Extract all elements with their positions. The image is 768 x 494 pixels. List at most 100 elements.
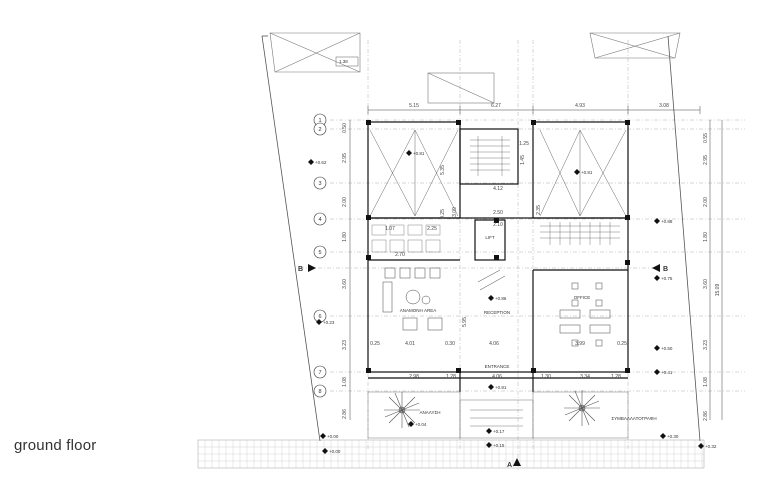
level-17: +0.32 <box>705 444 717 449</box>
level-4: +0.88 <box>661 219 673 224</box>
top-dim-4: 3.08 <box>659 103 669 109</box>
room-right-garden: ΣΥΜΒΑΛΛΑΤΟΓΡΑΦΗ <box>611 416 656 421</box>
right-dimension-lines <box>709 120 723 420</box>
left-dim-8: 2.86 <box>342 409 348 419</box>
office-furniture <box>559 282 611 347</box>
grid-label-1: 1 <box>318 118 321 124</box>
level-11: +0.00 <box>327 434 339 439</box>
grid-label-3: 3 <box>318 181 321 187</box>
right-dim-3: 2.00 <box>703 197 709 207</box>
level-3: +0.81 <box>581 170 593 175</box>
room-lift: LIFT <box>485 235 495 240</box>
building-walls <box>367 121 629 392</box>
left-dim-7: 1.08 <box>342 377 348 387</box>
plant-left-icon <box>384 392 420 428</box>
room-office: OFFICE <box>574 295 591 300</box>
inner-dim-19: 1.45 <box>520 155 526 165</box>
front-garden <box>367 391 629 439</box>
stair-treads <box>470 136 620 245</box>
inner-dim-17: 0.25 <box>617 341 627 347</box>
level-2: +0.81 <box>413 151 425 156</box>
top-block-label: 1.38 <box>339 59 348 64</box>
inner-dim-9: 3.99 <box>575 341 585 347</box>
inner-dim-13: 4.06 <box>492 374 502 380</box>
inner-dim-24: 0.25 <box>440 209 446 219</box>
top-neighbour-blocks <box>269 32 681 104</box>
inner-dim-1: 4.12 <box>493 186 503 192</box>
grid-label-6: 6 <box>318 314 321 320</box>
section-a-bottom: A <box>507 462 512 469</box>
grid-label-7: 7 <box>318 370 321 376</box>
grid-marker-5 <box>313 245 327 259</box>
grid-marker-2 <box>313 122 327 136</box>
inner-dim-14: 1.30 <box>541 374 551 380</box>
left-dim-6: 3.23 <box>342 340 348 350</box>
left-dim-3: 2.00 <box>342 197 348 207</box>
top-dim-2: 6.27 <box>491 103 501 109</box>
right-dim-2: 2.95 <box>703 155 709 165</box>
grid-label-4: 4 <box>318 217 321 223</box>
level-16: +0.30 <box>667 434 679 439</box>
inner-dim-22: 3.09 <box>452 207 458 217</box>
level-7: +0.23 <box>323 320 335 325</box>
top-dim-1: 5.15 <box>409 103 419 109</box>
void-markings <box>369 129 627 217</box>
grid-marker-3 <box>313 176 327 190</box>
left-dim-1: 0.50 <box>342 123 348 133</box>
grid-marker-8 <box>313 384 327 398</box>
waiting-furniture <box>382 267 443 331</box>
right-dim-4: 1.80 <box>703 232 709 242</box>
inner-dim-25: 2.25 <box>427 226 437 232</box>
level-5: +0.75 <box>661 276 673 281</box>
level-12: +0.00 <box>329 449 341 454</box>
inner-dim-15: 3.34 <box>580 374 590 380</box>
grid-label-2: 2 <box>318 127 321 133</box>
grid-marker-4 <box>313 212 327 226</box>
inner-dim-6: 4.01 <box>405 341 415 347</box>
right-dim-1: 0.55 <box>703 133 709 143</box>
level-1: +0.62 <box>315 160 327 165</box>
left-dim-5: 3.60 <box>342 279 348 289</box>
level-14: +0.17 <box>493 429 505 434</box>
inner-dim-16: 1.28 <box>611 374 621 380</box>
top-dim-3: 4.93 <box>575 103 585 109</box>
inner-dim-20: 1.25 <box>519 141 529 147</box>
room-reception: RECEPTION <box>484 310 510 315</box>
inner-dim-18: 5.95 <box>462 317 468 327</box>
reception-desk <box>477 269 506 291</box>
pavement-hatch-vertical <box>204 440 703 468</box>
inner-dim-4: 1.07 <box>385 226 395 232</box>
wc-fixtures <box>371 224 441 253</box>
inner-dim-11: 2.98 <box>409 374 419 380</box>
inner-dim-12: 1.28 <box>446 374 456 380</box>
right-total-dim: 15.09 <box>715 284 721 297</box>
inner-dim-3: 2.10 <box>493 222 503 228</box>
room-waiting-area: ΑΝΑΜΟΝΗ AREA <box>400 308 437 313</box>
top-dimension-line <box>367 106 701 114</box>
left-dim-2: 2.95 <box>342 153 348 163</box>
level-15: +0.15 <box>493 443 505 448</box>
inner-dim-7: 0.30 <box>445 341 455 347</box>
level-markers <box>308 150 704 454</box>
inner-dim-23: 5.35 <box>440 165 446 175</box>
grid-label-5: 5 <box>318 250 321 256</box>
grid-marker-7 <box>313 365 327 379</box>
level-9: +0.41 <box>661 370 673 375</box>
section-b-left: B <box>298 266 303 273</box>
site-boundary <box>261 35 701 442</box>
right-dim-7: 1.08 <box>703 377 709 387</box>
pavement-hatch <box>198 446 704 462</box>
right-dim-8: 2.86 <box>703 411 709 421</box>
inner-dim-2: 2.50 <box>493 210 503 216</box>
inner-dim-5: 2.70 <box>395 252 405 258</box>
left-dim-4: 1.80 <box>342 232 348 242</box>
plant-right-icon <box>564 390 600 426</box>
right-dim-6: 3.23 <box>703 340 709 350</box>
room-entrance: ENTRANCE <box>485 364 510 369</box>
caption-ground-floor: ground floor <box>14 437 97 454</box>
right-dim-5: 3.60 <box>703 279 709 289</box>
level-10: +0.81 <box>495 385 507 390</box>
level-13: +0.04 <box>415 422 427 427</box>
room-left-garden: ΑΝΑΛΥΣΗ <box>420 410 441 415</box>
